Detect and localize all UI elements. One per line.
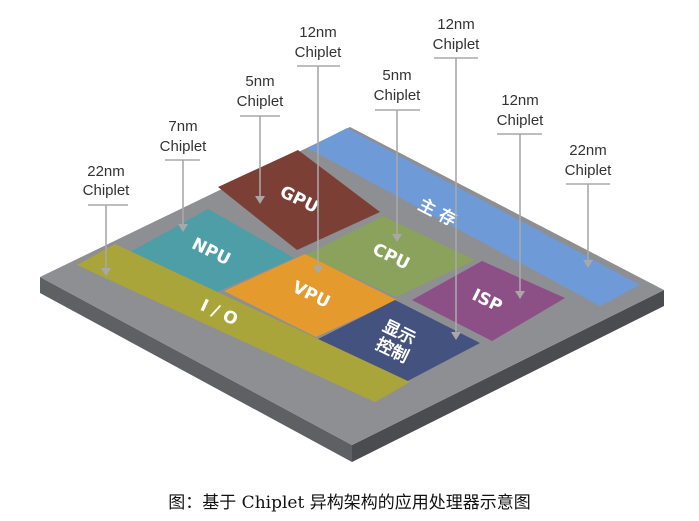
substrate-side [40,277,352,462]
npu-22nm-arrowhead [101,268,111,276]
vpu-12nm-node: 12nm [299,24,337,41]
npu-7nm-node: 7nm [168,118,197,135]
gpu-5nm-arrowhead [255,196,265,204]
npu-22nm-node: 22nm [87,163,125,180]
display-12nm-arrowhead [451,332,461,340]
isp-12nm-arrowhead [515,291,525,299]
substrate-side-right [352,290,664,462]
vpu-12nm-type: Chiplet [295,44,343,61]
gpu-5nm-node: 5nm [245,73,274,90]
memory-block [308,128,640,306]
npu-7nm-arrowhead [178,224,188,232]
gpu-block [218,150,380,250]
npu-7nm-type: Chiplet [160,138,208,155]
display-12nm-node: 12nm [437,16,475,33]
display-control-block [318,300,480,385]
isp-12nm-node: 12nm [501,92,539,109]
display-12nm-type: Chiplet [433,36,481,53]
npu-22nm-type: Chiplet [83,182,131,199]
gpu-5nm-type: Chiplet [237,93,285,110]
cpu-5nm-node: 5nm [382,67,411,84]
memory-22nm-arrowhead [583,260,593,268]
callout-arrowheads [101,196,593,340]
cpu-block [306,216,475,297]
isp-12nm-type: Chiplet [497,112,545,129]
io-block [77,244,410,402]
vpu-block [224,254,397,337]
cpu-5nm-arrowhead [392,234,402,242]
memory-22nm-node: 22nm [569,142,607,159]
isp-block [412,261,565,341]
figure-caption: 图：基于 Chiplet 异构架构的应用处理器示意图 [168,493,531,513]
callout-leaders [88,57,610,334]
vpu-12nm-arrowhead [313,266,323,274]
memory-22nm-type: Chiplet [565,162,613,179]
cpu-5nm-type: Chiplet [374,87,422,104]
